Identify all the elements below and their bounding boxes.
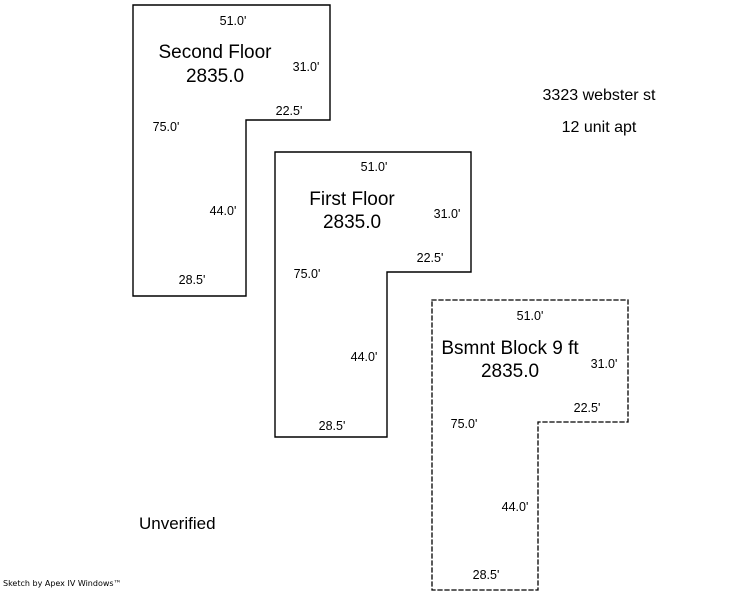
property-description: 12 unit apt [561, 119, 637, 136]
second-floor-dim-jog: 22.5' [275, 104, 303, 118]
second-floor-dim-left: 75.0' [152, 120, 180, 134]
first-floor-dim-left: 75.0' [293, 267, 321, 281]
first-floor-dim-top: 51.0' [360, 160, 388, 174]
bsmnt-block-dim-top: 51.0' [516, 309, 544, 323]
bsmnt-block-area: 2835.0 [480, 361, 540, 382]
second-floor-area: 2835.0 [185, 66, 245, 87]
property-address: 3323 webster st [542, 87, 656, 104]
second-floor-title: Second Floor [158, 42, 272, 63]
second-floor-dim-top: 51.0' [219, 14, 247, 28]
bsmnt-block-dim-right-upper: 31.0' [590, 357, 618, 371]
bsmnt-block-dim-left: 75.0' [450, 417, 478, 431]
bsmnt-block-dim-bottom: 28.5' [472, 568, 500, 582]
second-floor-dim-right-upper: 31.0' [292, 60, 320, 74]
first-floor-outline[interactable] [274, 151, 472, 438]
bsmnt-block-dim-right-lower: 44.0' [501, 500, 529, 514]
first-floor-dim-jog: 22.5' [416, 251, 444, 265]
verification-status: Unverified [139, 514, 216, 533]
bsmnt-block-title: Bsmnt Block 9 ft [441, 338, 579, 359]
second-floor-outline[interactable] [132, 4, 331, 297]
bsmnt-block-dim-jog: 22.5' [573, 401, 601, 415]
first-floor-title: First Floor [309, 189, 395, 210]
first-floor-dim-bottom: 28.5' [318, 419, 346, 433]
footer-credit: Sketch by Apex IV Windows™ [3, 579, 122, 588]
second-floor-dim-bottom: 28.5' [178, 273, 206, 287]
first-floor-dim-right-upper: 31.0' [433, 207, 461, 221]
first-floor-area: 2835.0 [322, 212, 382, 233]
first-floor-dim-right-lower: 44.0' [350, 350, 378, 364]
second-floor-dim-right-lower: 44.0' [209, 204, 237, 218]
bsmnt-block-outline[interactable] [431, 299, 629, 591]
